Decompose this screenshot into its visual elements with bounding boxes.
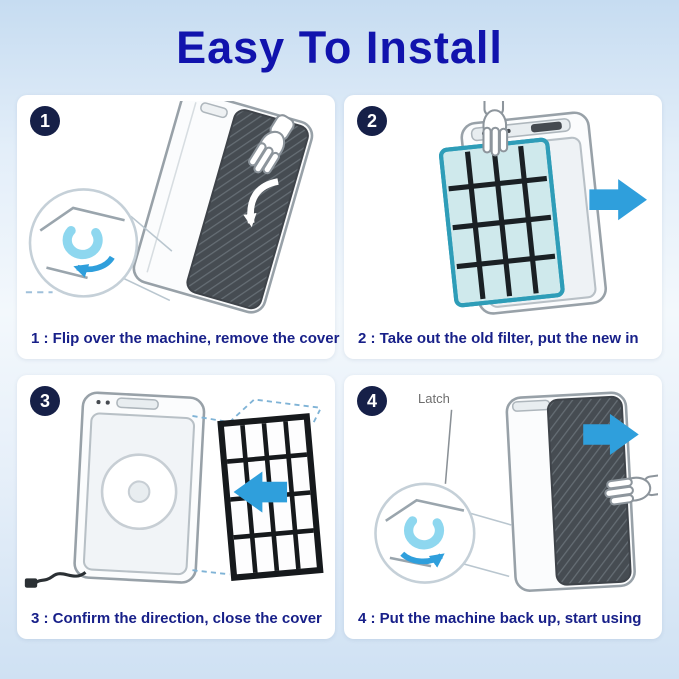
step-caption: 2 : Take out the old filter, put the new…	[358, 330, 639, 347]
rotate-arrow-icon	[400, 551, 445, 568]
steps-grid: 1	[17, 90, 669, 639]
step-caption: 1 : Flip over the machine, remove the co…	[31, 330, 340, 347]
arrow-left-icon	[233, 471, 288, 513]
step3-drawing	[24, 391, 324, 588]
step1-drawing	[25, 90, 314, 314]
latch-leader-line	[444, 409, 453, 484]
page-title: Easy To Install	[176, 22, 503, 73]
step-illustration-1	[21, 90, 331, 319]
step2-drawing	[439, 91, 647, 315]
latch-label: Latch	[418, 391, 450, 406]
hand-icon	[248, 114, 295, 175]
step-caption: 3 : Confirm the direction, close the cov…	[31, 610, 322, 627]
air-purifier-illustration	[73, 391, 206, 584]
step-caption: 4 : Put the machine back up, start using	[358, 610, 642, 627]
latch-detail-circle	[374, 482, 476, 584]
step-panel-3: 3	[17, 375, 335, 639]
step-panel-1: 1	[17, 90, 340, 359]
latch-hook-icon	[62, 225, 103, 260]
step-illustration-3	[21, 381, 331, 599]
latch-hook-icon	[404, 516, 445, 550]
step4-drawing	[374, 391, 669, 592]
step-panel-4: 4 Latch	[344, 375, 669, 639]
step-number-badge: 1	[30, 106, 60, 136]
step-illustration-4	[348, 381, 669, 599]
arrow-right-icon	[583, 413, 639, 456]
step-number-badge: 2	[357, 106, 387, 136]
arrow-right-icon	[589, 179, 647, 221]
step-number-badge: 3	[30, 386, 60, 416]
step-number-badge: 4	[357, 386, 387, 416]
step-panel-2: 2	[344, 91, 662, 359]
rotate-arrow-icon	[73, 255, 115, 278]
power-cord-icon	[24, 570, 87, 588]
filter-illustration	[439, 137, 565, 308]
hand-icon	[482, 91, 509, 157]
peel-arrow-icon	[243, 178, 279, 228]
step-illustration-2	[348, 91, 658, 319]
latch-detail-circle	[28, 188, 139, 298]
